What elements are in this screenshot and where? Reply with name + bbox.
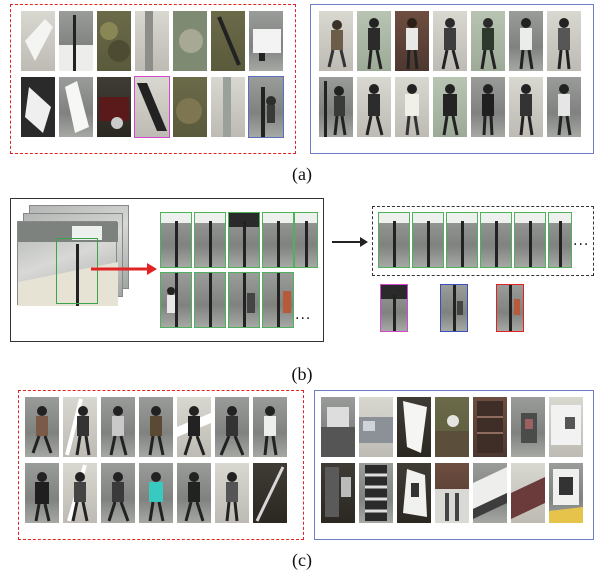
panel-c-negatives-box — [314, 390, 594, 540]
negative-patch — [248, 76, 284, 138]
negative-patch — [473, 397, 507, 457]
ellipsis: ... — [295, 307, 312, 323]
pedestrian-patch — [357, 11, 391, 71]
pedestrian-patch — [509, 77, 543, 137]
negative-patch — [397, 463, 431, 523]
sampled-patch — [228, 212, 260, 268]
sampled-patch — [194, 272, 226, 328]
pedestrian-patch — [101, 463, 135, 523]
ellipsis: ... — [573, 233, 590, 249]
negative-patch — [511, 397, 545, 457]
hard-negative-patch — [496, 284, 524, 332]
negative-patch — [59, 77, 93, 137]
panel-c-positives-box — [18, 390, 304, 540]
negative-patch — [397, 397, 431, 457]
pedestrian-patch — [547, 77, 581, 137]
pedestrian-patch — [25, 463, 59, 523]
pedestrian-patch — [395, 11, 429, 71]
negative-patch — [359, 397, 393, 457]
negative-patch — [211, 11, 245, 71]
pedestrian-patch — [357, 77, 391, 137]
pedestrian-patch — [25, 397, 59, 457]
pedestrian-patch — [63, 463, 97, 523]
pedestrian-patch — [139, 397, 173, 457]
negative-patch — [135, 11, 169, 71]
negative-patch — [321, 397, 355, 457]
negative-patch — [321, 463, 355, 523]
caption-a: (a) — [292, 164, 312, 184]
negative-patch — [59, 11, 93, 71]
arrow-right-icon — [332, 237, 368, 247]
sampled-patch — [262, 272, 294, 328]
pedestrian-patch — [547, 11, 581, 71]
pedestrian-patch — [101, 397, 135, 457]
negative-patch — [173, 11, 207, 71]
video-frame — [17, 221, 118, 306]
sampled-patch — [514, 212, 546, 268]
pedestrian-patch — [215, 463, 249, 523]
pedestrian-patch — [253, 463, 287, 523]
negative-patch — [97, 77, 131, 137]
pedestrian-patch — [215, 397, 249, 457]
negative-patch — [473, 463, 507, 523]
pedestrian-patch — [253, 397, 287, 457]
sampled-patch — [262, 212, 294, 268]
pedestrian-patch — [395, 77, 429, 137]
hard-negative-patch — [440, 284, 468, 332]
negative-patch — [97, 11, 131, 71]
negative-patch — [249, 11, 283, 71]
negative-patch — [511, 463, 545, 523]
pedestrian-patch — [471, 11, 505, 71]
hard-negative-patch — [380, 284, 408, 332]
pedestrian-patch — [433, 77, 467, 137]
negative-patch — [435, 463, 469, 523]
arrow-right-icon — [91, 263, 157, 275]
negative-patch — [173, 77, 207, 137]
pedestrian-patch — [139, 463, 173, 523]
sampled-patch — [412, 212, 444, 268]
sampled-patch — [480, 212, 512, 268]
pedestrian-patch — [177, 463, 211, 523]
pedestrian-patch — [433, 11, 467, 71]
sampled-patch — [446, 212, 478, 268]
pedestrian-patch — [319, 77, 353, 137]
negative-patch — [435, 397, 469, 457]
negative-patch — [549, 463, 583, 523]
crop-window — [56, 238, 98, 304]
pedestrian-patch — [63, 397, 97, 457]
panel-a-positives-box — [310, 4, 594, 154]
pedestrian-patch — [509, 11, 543, 71]
sampled-patch — [378, 212, 410, 268]
sampled-patch — [294, 212, 318, 268]
panel-b-selected-box: ... — [372, 206, 594, 276]
sampled-patch — [228, 272, 260, 328]
sampled-patch — [194, 212, 226, 268]
caption-c: (c) — [292, 550, 312, 570]
negative-patch — [359, 463, 393, 523]
caption-b: (b) — [291, 364, 313, 384]
negative-patch — [21, 11, 55, 71]
panel-a-negatives-box — [10, 4, 296, 154]
pedestrian-patch — [319, 11, 353, 71]
sampled-patch — [548, 212, 572, 268]
pedestrian-patch — [471, 77, 505, 137]
negative-patch — [134, 76, 170, 138]
pedestrian-patch — [177, 397, 211, 457]
sampled-patch — [160, 272, 192, 328]
panel-b-frame-box: ... — [10, 198, 324, 342]
sampled-patch — [160, 212, 192, 268]
negative-patch — [549, 397, 583, 457]
negative-patch — [211, 77, 245, 137]
negative-patch — [21, 77, 55, 137]
